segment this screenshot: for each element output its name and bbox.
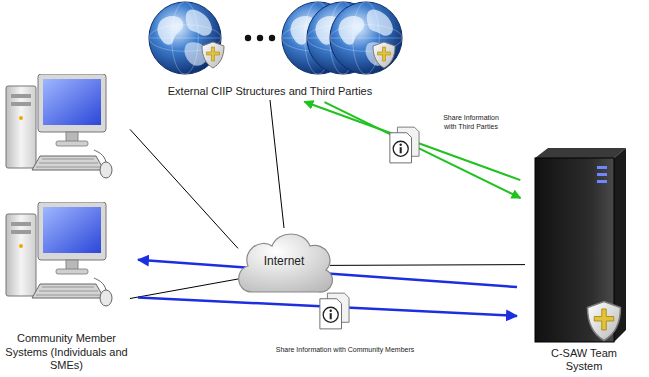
edge-label: Share Information with Community Members	[225, 346, 465, 355]
cloud-icon	[239, 234, 333, 292]
network-group: External CIIP Structures and Third Parti…	[135, 0, 405, 100]
node-label: Internet	[264, 254, 305, 268]
globe-icons	[149, 2, 402, 74]
server-icon	[535, 148, 626, 342]
node-label: C-SAW Team System	[548, 347, 620, 373]
document-icons	[320, 127, 419, 329]
cloud-node: Internet	[238, 228, 330, 296]
flow-arrow	[324, 102, 520, 198]
flow-arrow	[304, 102, 520, 180]
network-link	[130, 129, 238, 248]
client-group: Community Member Systems (Individuals an…	[3, 72, 130, 374]
server-node: C-SAW Team System	[525, 145, 643, 375]
node-label: Community Member Systems (Individuals an…	[5, 332, 129, 372]
node-label: External CIIP Structures and Third Parti…	[168, 85, 372, 98]
computer-icons	[6, 74, 112, 306]
network-link	[130, 279, 238, 299]
edge-label: Share Information with Third Parties	[436, 114, 506, 132]
network-link	[330, 264, 525, 266]
network-link	[270, 100, 284, 228]
